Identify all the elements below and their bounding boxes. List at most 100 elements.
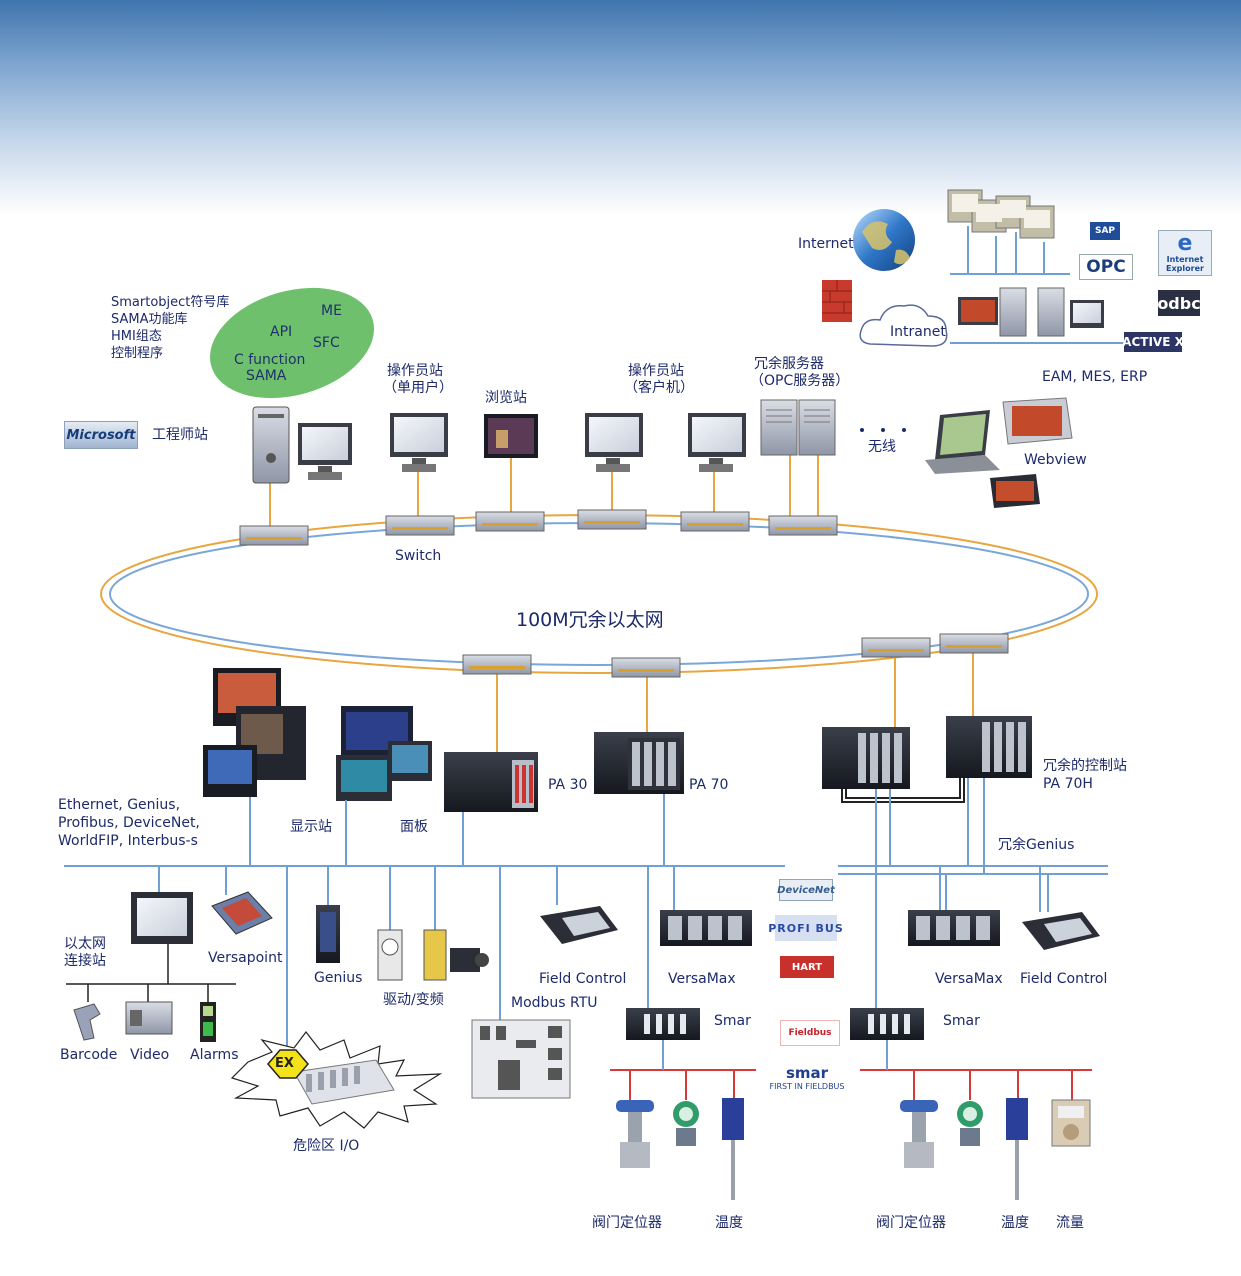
valve-positioner-left-label: 阀门定位器 [592,1215,662,1231]
switch-10[interactable] [939,633,1009,654]
versamax-left-label: VersaMax [668,971,736,987]
panel-displays[interactable] [336,706,432,801]
internet-explorer-logo: e Internet Explorer [1158,230,1212,276]
switch-3[interactable] [475,511,545,532]
bubble-item-sfc: SFC [313,335,340,351]
switches [239,509,1009,678]
browser-station[interactable] [484,414,538,458]
modbus-rtu-label: Modbus RTU [511,995,598,1011]
hazard-io-burst[interactable] [230,1031,443,1129]
switch-label: Switch [395,548,442,564]
odbc-logo: odbc [1157,290,1201,316]
barcode-scanner[interactable] [73,1003,101,1041]
versapoint-module[interactable] [211,891,273,935]
positioner-green-right[interactable] [957,1101,983,1146]
drive-devices[interactable] [377,929,489,981]
switch-4[interactable] [577,509,647,530]
field-control-left[interactable] [540,906,618,944]
laptop[interactable] [925,410,1000,474]
switch-7[interactable] [462,654,532,675]
alarm-light[interactable] [200,1002,216,1042]
switch-2[interactable] [385,515,455,536]
pa30-label: PA 30 [548,777,588,793]
opc-logo: OPC [1079,254,1133,280]
fieldbus-logo: Fieldbus [780,1020,840,1046]
video-camera[interactable] [125,1001,173,1035]
software-note-1: Smartobject符号库 [111,295,230,310]
valve-positioner-right[interactable] [900,1100,938,1168]
internet-globe[interactable] [853,209,915,271]
positioner-green-left[interactable] [673,1101,699,1146]
field-control-left-label: Field Control [539,971,627,987]
display-station-stack[interactable] [203,668,306,797]
smar-logo-tagline: FIRST IN FIELDBUS [769,1082,845,1091]
operator-station-client[interactable] [585,413,643,472]
smar-bridge-left[interactable] [626,1008,700,1040]
ie-word-1: Internet [1166,255,1204,264]
activex-logo: ACTIVE X [1122,332,1184,352]
genius-block[interactable] [316,905,340,963]
alarms-label: Alarms [190,1047,239,1063]
intranet-cloud[interactable] [859,304,1130,347]
operator-station-client-2[interactable] [688,413,746,472]
barcode-label: Barcode [60,1047,118,1063]
pa70-controller[interactable] [594,732,684,794]
operator-client-label-1: 操作员站 [628,363,684,379]
software-note-2: SAMA功能库 [111,312,188,327]
ie-glyph: e [1177,231,1193,256]
protocols-line-3: WorldFIP, Interbus-s [58,833,198,849]
browser-station-label: 浏览站 [485,390,527,406]
firewall-icon [822,280,852,322]
devicenet-logo: DeviceNet [777,879,835,901]
software-note-3: HMI组态 [111,329,162,344]
top-connectors [269,455,974,752]
ex-warning-badge [267,1049,309,1079]
valve-positioner-left[interactable] [616,1100,654,1168]
redundant-servers[interactable] [760,399,836,456]
webview-label: Webview [1024,452,1087,468]
pa70-label: PA 70 [689,777,729,793]
wireless-label: 无线 [868,439,896,455]
engineer-workstation[interactable] [252,406,352,484]
ethernet-station-label-2: 连接站 [64,953,106,969]
display-station-label: 显示站 [290,819,332,835]
webview-tablet[interactable] [1002,397,1073,445]
pa70h-redundant-controllers[interactable] [822,716,1032,803]
redundant-server-label-1: 冗余服务器 [754,356,824,372]
temperature-probe-left[interactable] [722,1098,744,1200]
versamax-left[interactable] [660,910,752,946]
genius-label: Genius [314,970,363,986]
redundant-station-label-1: 冗余的控制站 [1043,758,1127,774]
ie-word-2: Explorer [1166,264,1204,273]
versamax-right[interactable] [908,910,1000,946]
engineer-station-label: 工程师站 [152,427,208,443]
bubble-item-c-function: C function [234,352,306,368]
operator-single-label-2: （单用户） [383,380,453,396]
handheld[interactable] [990,474,1040,508]
temperature-right-label: 温度 [1001,1215,1029,1231]
smar-left-label: Smar [714,1013,751,1029]
enterprise-workstations[interactable] [947,189,1070,275]
smar-bridge-links [662,1040,888,1070]
switch-1[interactable] [239,525,309,546]
flow-meter[interactable] [1051,1099,1091,1147]
ring-label: 100M冗余以太网 [516,609,664,631]
modbus-rtu-panel[interactable] [471,1019,571,1099]
video-label: Video [130,1047,170,1063]
switch-6[interactable] [768,515,838,536]
switch-9[interactable] [861,637,931,658]
hazard-io-label: 危险区 I/O [293,1138,360,1154]
switch-8[interactable] [611,657,681,678]
hart-logo: HART [780,956,834,978]
temperature-probe-right[interactable] [1006,1098,1028,1200]
pa30-controller[interactable] [444,752,538,812]
intranet-servers[interactable] [958,287,1104,337]
switch-5[interactable] [680,511,750,532]
operator-station-single[interactable] [390,413,448,472]
operator-single-label-1: 操作员站 [387,363,443,379]
field-control-right[interactable] [1022,912,1100,950]
smar-bridge-right[interactable] [850,1008,924,1040]
protocols-line-2: Profibus, DeviceNet, [58,815,200,831]
flow-label: 流量 [1056,1215,1084,1231]
ethernet-station-hmi[interactable] [131,892,193,944]
